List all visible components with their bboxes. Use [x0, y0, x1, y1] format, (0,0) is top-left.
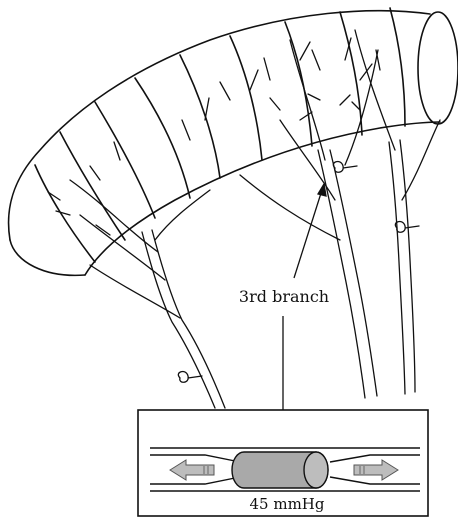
intestine-loop — [9, 8, 458, 275]
branch-label: 3rd branch — [239, 287, 329, 306]
pressure-inset: 45 mmHg — [138, 410, 428, 516]
branch-pointer — [294, 184, 326, 278]
vessel-segment-end — [304, 452, 328, 488]
mesenteric-vessels — [48, 30, 440, 408]
pressure-label: 45 mmHg — [250, 495, 325, 513]
